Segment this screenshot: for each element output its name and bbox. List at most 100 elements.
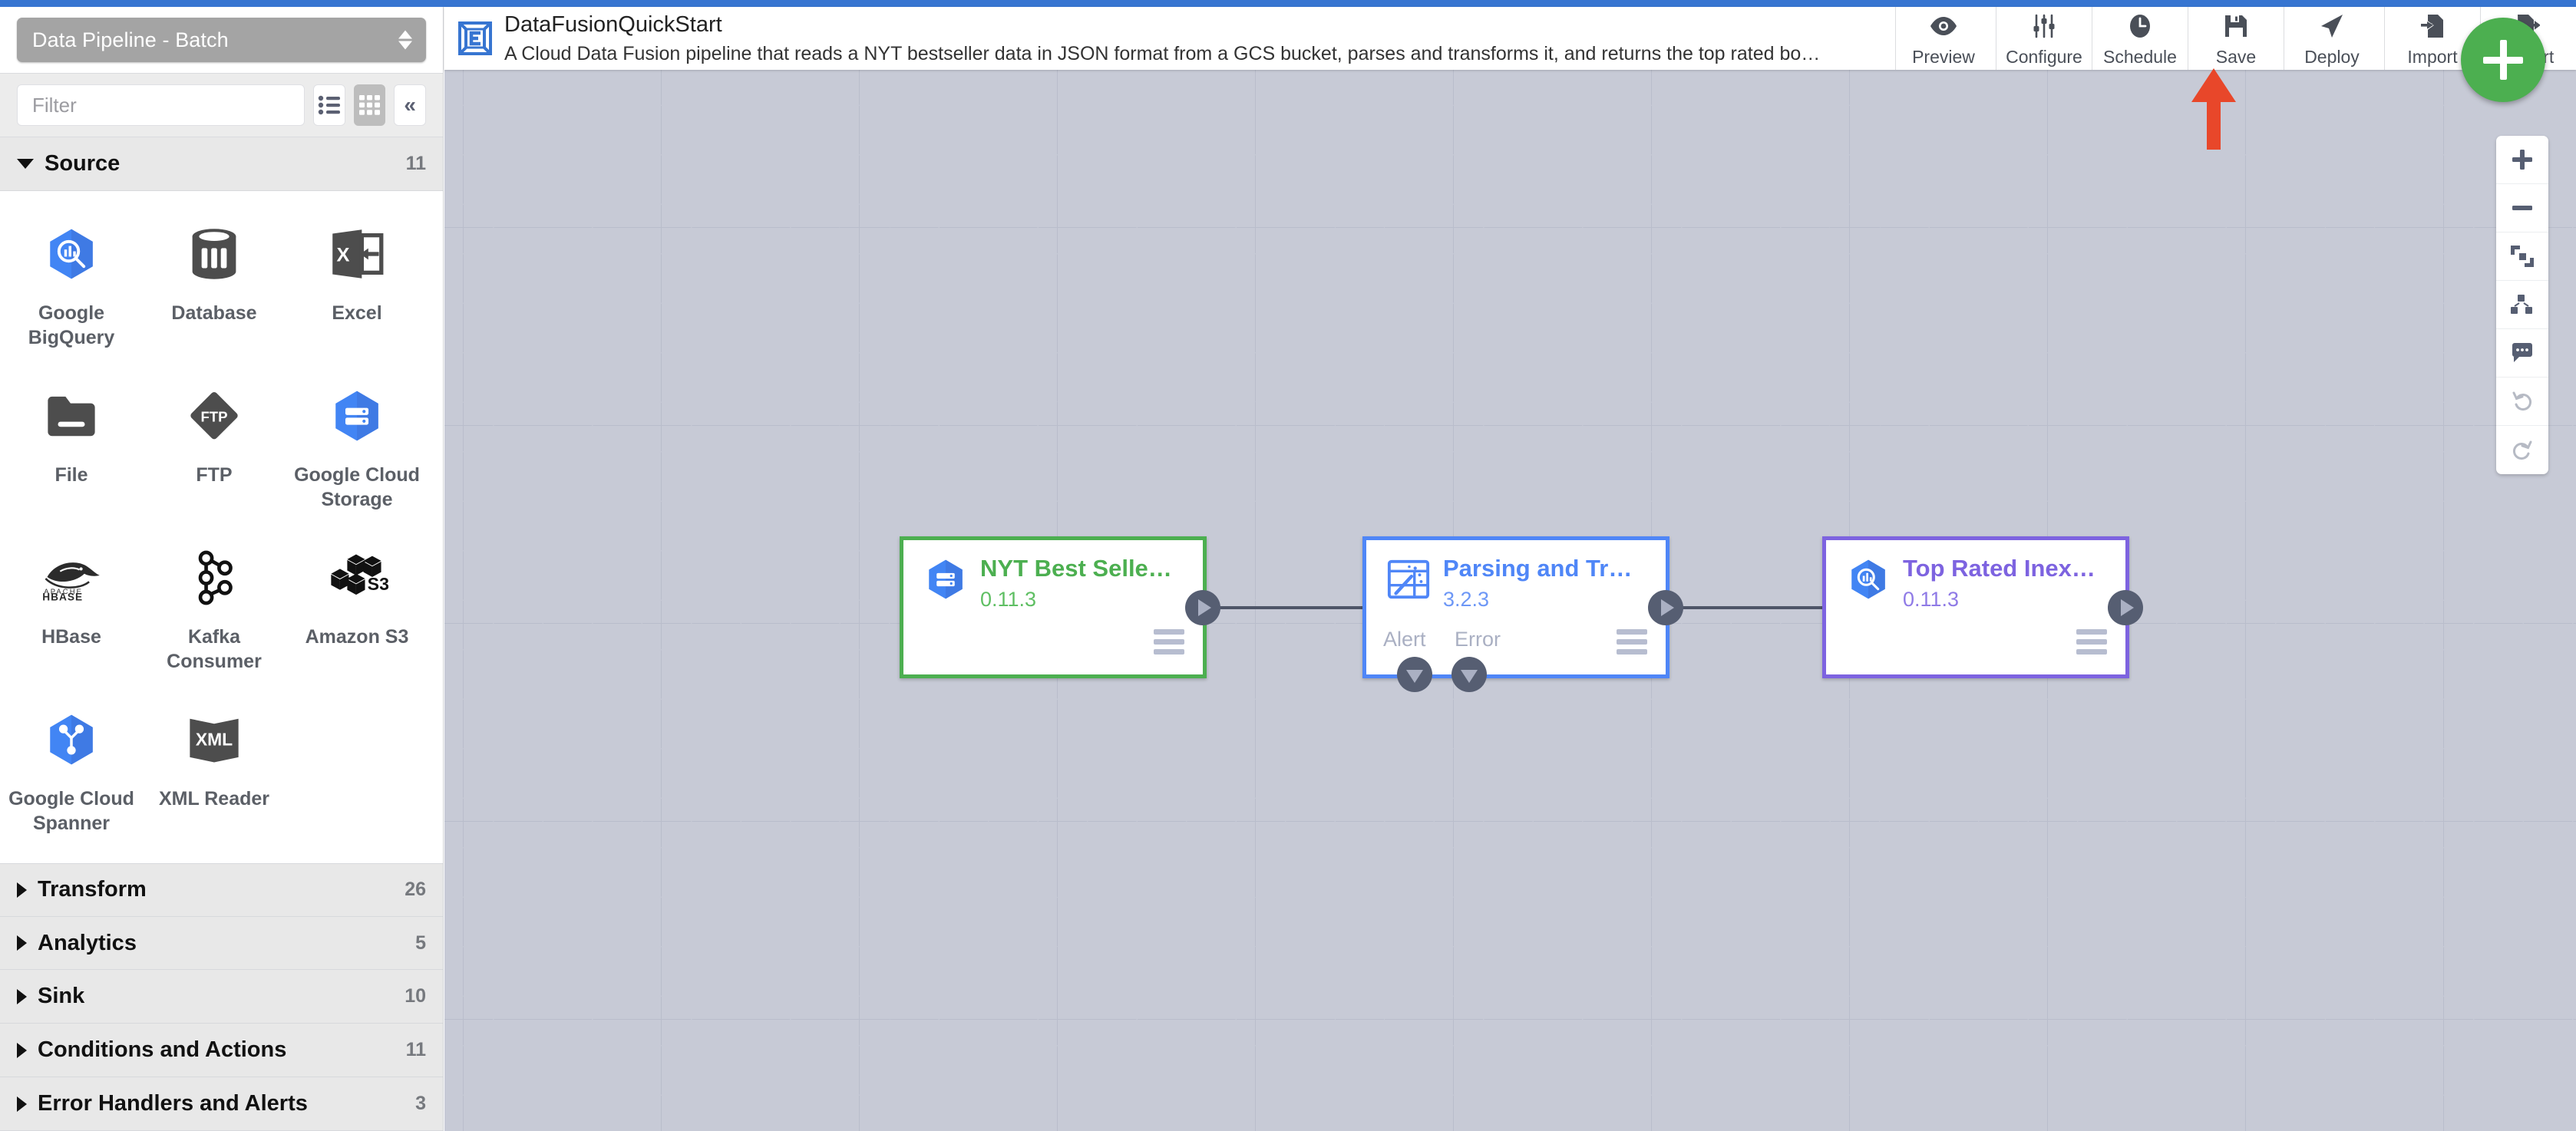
top-accent-bar <box>0 0 2576 7</box>
google-cloud-storage-icon <box>922 556 969 603</box>
node-output-port[interactable] <box>2108 589 2143 625</box>
node-menu-icon[interactable] <box>1154 629 1184 655</box>
deploy-button[interactable]: Deploy <box>2284 7 2379 70</box>
sidebar-group-conditions-and-actions[interactable]: Conditions and Actions 11 <box>0 1024 443 1078</box>
sidebar-group-transform[interactable]: Transform 26 <box>0 862 443 917</box>
undo-icon[interactable] <box>2496 378 2548 426</box>
chevron-right-icon <box>17 882 27 898</box>
sidebar-filter-bar: « <box>0 73 443 137</box>
plugin-google-bigquery[interactable]: Google BigQuery <box>0 208 143 370</box>
plugin-kafka-consumer[interactable]: Kafka Consumer <box>143 532 286 694</box>
google-bigquery-icon <box>1844 556 1892 603</box>
action-label: Configure <box>2006 46 2082 67</box>
chevron-right-icon <box>17 935 27 951</box>
sidebar-group-error-handlers-and-alerts[interactable]: Error Handlers and Alerts 3 <box>0 1077 443 1131</box>
svg-text:X: X <box>337 244 350 265</box>
node-error-port[interactable] <box>1451 657 1487 692</box>
sidebar-group-sink[interactable]: Sink 10 <box>0 970 443 1024</box>
sidebar-group-source[interactable]: Source 11 <box>0 137 443 191</box>
excel-icon: X <box>329 220 385 288</box>
group-count: 3 <box>415 1093 426 1115</box>
grid-view-icon[interactable] <box>353 84 386 126</box>
fit-to-screen-icon[interactable] <box>2496 232 2548 281</box>
svg-text:HBASE: HBASE <box>42 591 83 602</box>
clock-icon <box>2129 10 2152 42</box>
configure-button[interactable]: Configure <box>1996 7 2092 70</box>
spinner-arrows-icon <box>398 30 412 50</box>
node-version: 0.11.3 <box>980 587 1037 611</box>
pipeline-node-source[interactable]: NYT Best Selle… 0.11.3 <box>900 536 1220 678</box>
collapse-panel-icon[interactable]: « <box>394 84 427 126</box>
canvas-tool-strip <box>2496 136 2548 474</box>
pipeline-meta: DataFusionQuickStart A Cloud Data Fusion… <box>444 7 1895 70</box>
sidebar-group-analytics[interactable]: Analytics 5 <box>0 916 443 971</box>
node-alert-port-label: Alert <box>1383 628 1426 651</box>
import-button[interactable]: Import <box>2384 7 2480 70</box>
plugin-label: HBase <box>41 625 101 648</box>
google-bigquery-icon <box>43 220 100 288</box>
node-output-port[interactable] <box>1185 589 1220 625</box>
node-title: NYT Best Selle… <box>980 555 1172 582</box>
floppy-disk-icon <box>2224 10 2247 42</box>
group-label: Error Handlers and Alerts <box>38 1091 308 1116</box>
pipeline-type-container: Data Pipeline - Batch <box>0 7 443 73</box>
plugin-sidebar: Data Pipeline - Batch « <box>0 7 444 1131</box>
redo-icon[interactable] <box>2496 426 2548 474</box>
search-input[interactable] <box>17 84 305 126</box>
node-output-port[interactable] <box>1648 589 1683 625</box>
pipeline-text-block: DataFusionQuickStart A Cloud Data Fusion… <box>504 12 1825 64</box>
plugin-excel[interactable]: X Excel <box>286 208 428 370</box>
import-document-icon <box>2421 10 2444 42</box>
node-title: Top Rated Inex… <box>1903 555 2095 582</box>
google-cloud-spanner-icon <box>43 706 100 773</box>
plugin-file[interactable]: File <box>0 370 143 532</box>
action-label: Deploy <box>2304 46 2360 67</box>
xml-reader-icon: XML <box>187 706 242 773</box>
zoom-in-icon[interactable] <box>2496 136 2548 184</box>
sliders-icon <box>2032 10 2056 42</box>
auto-arrange-icon[interactable] <box>2496 281 2548 329</box>
preview-button[interactable]: Preview <box>1895 7 1991 70</box>
plugin-label: Amazon S3 <box>305 625 409 648</box>
plugin-xml-reader[interactable]: XML XML Reader <box>143 694 286 856</box>
group-label: Conditions and Actions <box>38 1037 287 1063</box>
action-label: Save <box>2215 46 2257 67</box>
list-view-icon[interactable] <box>313 84 345 126</box>
plugin-database[interactable]: Database <box>143 208 286 370</box>
connector-line-1 <box>1214 606 1452 609</box>
svg-text:APACHE: APACHE <box>44 588 83 596</box>
google-cloud-storage-icon <box>329 382 385 450</box>
comments-icon[interactable] <box>2496 329 2548 378</box>
group-label: Analytics <box>38 930 137 955</box>
database-icon <box>189 220 239 288</box>
zoom-out-icon[interactable] <box>2496 184 2548 232</box>
save-button[interactable]: Save <box>2188 7 2284 70</box>
node-menu-icon[interactable] <box>1617 629 1647 655</box>
plugin-ftp[interactable]: FTP FTP <box>143 370 286 532</box>
plugin-hbase[interactable]: APACHE HBASE HBase <box>0 532 143 694</box>
pipeline-type-label: Data Pipeline - Batch <box>32 28 229 51</box>
schedule-button[interactable]: Schedule <box>2092 7 2188 70</box>
group-label: Source <box>45 150 121 176</box>
pipeline-node-sink[interactable]: Top Rated Inex… 0.11.3 <box>1822 536 2143 678</box>
pipeline-canvas[interactable]: NYT Best Selle… 0.11.3 <box>444 7 2576 1131</box>
node-menu-icon[interactable] <box>2076 629 2107 655</box>
group-count: 11 <box>405 1039 426 1061</box>
amazon-s3-icon: S3 <box>325 544 388 612</box>
connector-line-2 <box>1677 606 1911 609</box>
node-alert-port[interactable] <box>1397 657 1432 692</box>
pipeline-node-transform[interactable]: Parsing and Tr… 3.2.3 Alert Error <box>1362 536 1683 692</box>
plugin-amazon-s3[interactable]: S3 Amazon S3 <box>286 532 428 694</box>
add-plugin-fab-icon[interactable] <box>2461 18 2545 102</box>
group-label: Sink <box>38 984 85 1009</box>
plugin-google-cloud-storage[interactable]: Google Cloud Storage <box>286 370 428 532</box>
pipeline-type-selector[interactable]: Data Pipeline - Batch <box>17 18 426 62</box>
plugin-google-cloud-spanner[interactable]: Google Cloud Spanner <box>0 694 143 856</box>
action-label: Preview <box>1912 46 1975 67</box>
plugin-label: Google Cloud Storage <box>294 463 420 510</box>
plugin-group-list: Source 11 Google <box>0 137 443 1131</box>
red-annotation-arrow <box>2191 68 2236 150</box>
chevron-right-icon <box>17 988 27 1004</box>
file-icon <box>45 382 98 450</box>
group-label: Transform <box>38 877 147 902</box>
